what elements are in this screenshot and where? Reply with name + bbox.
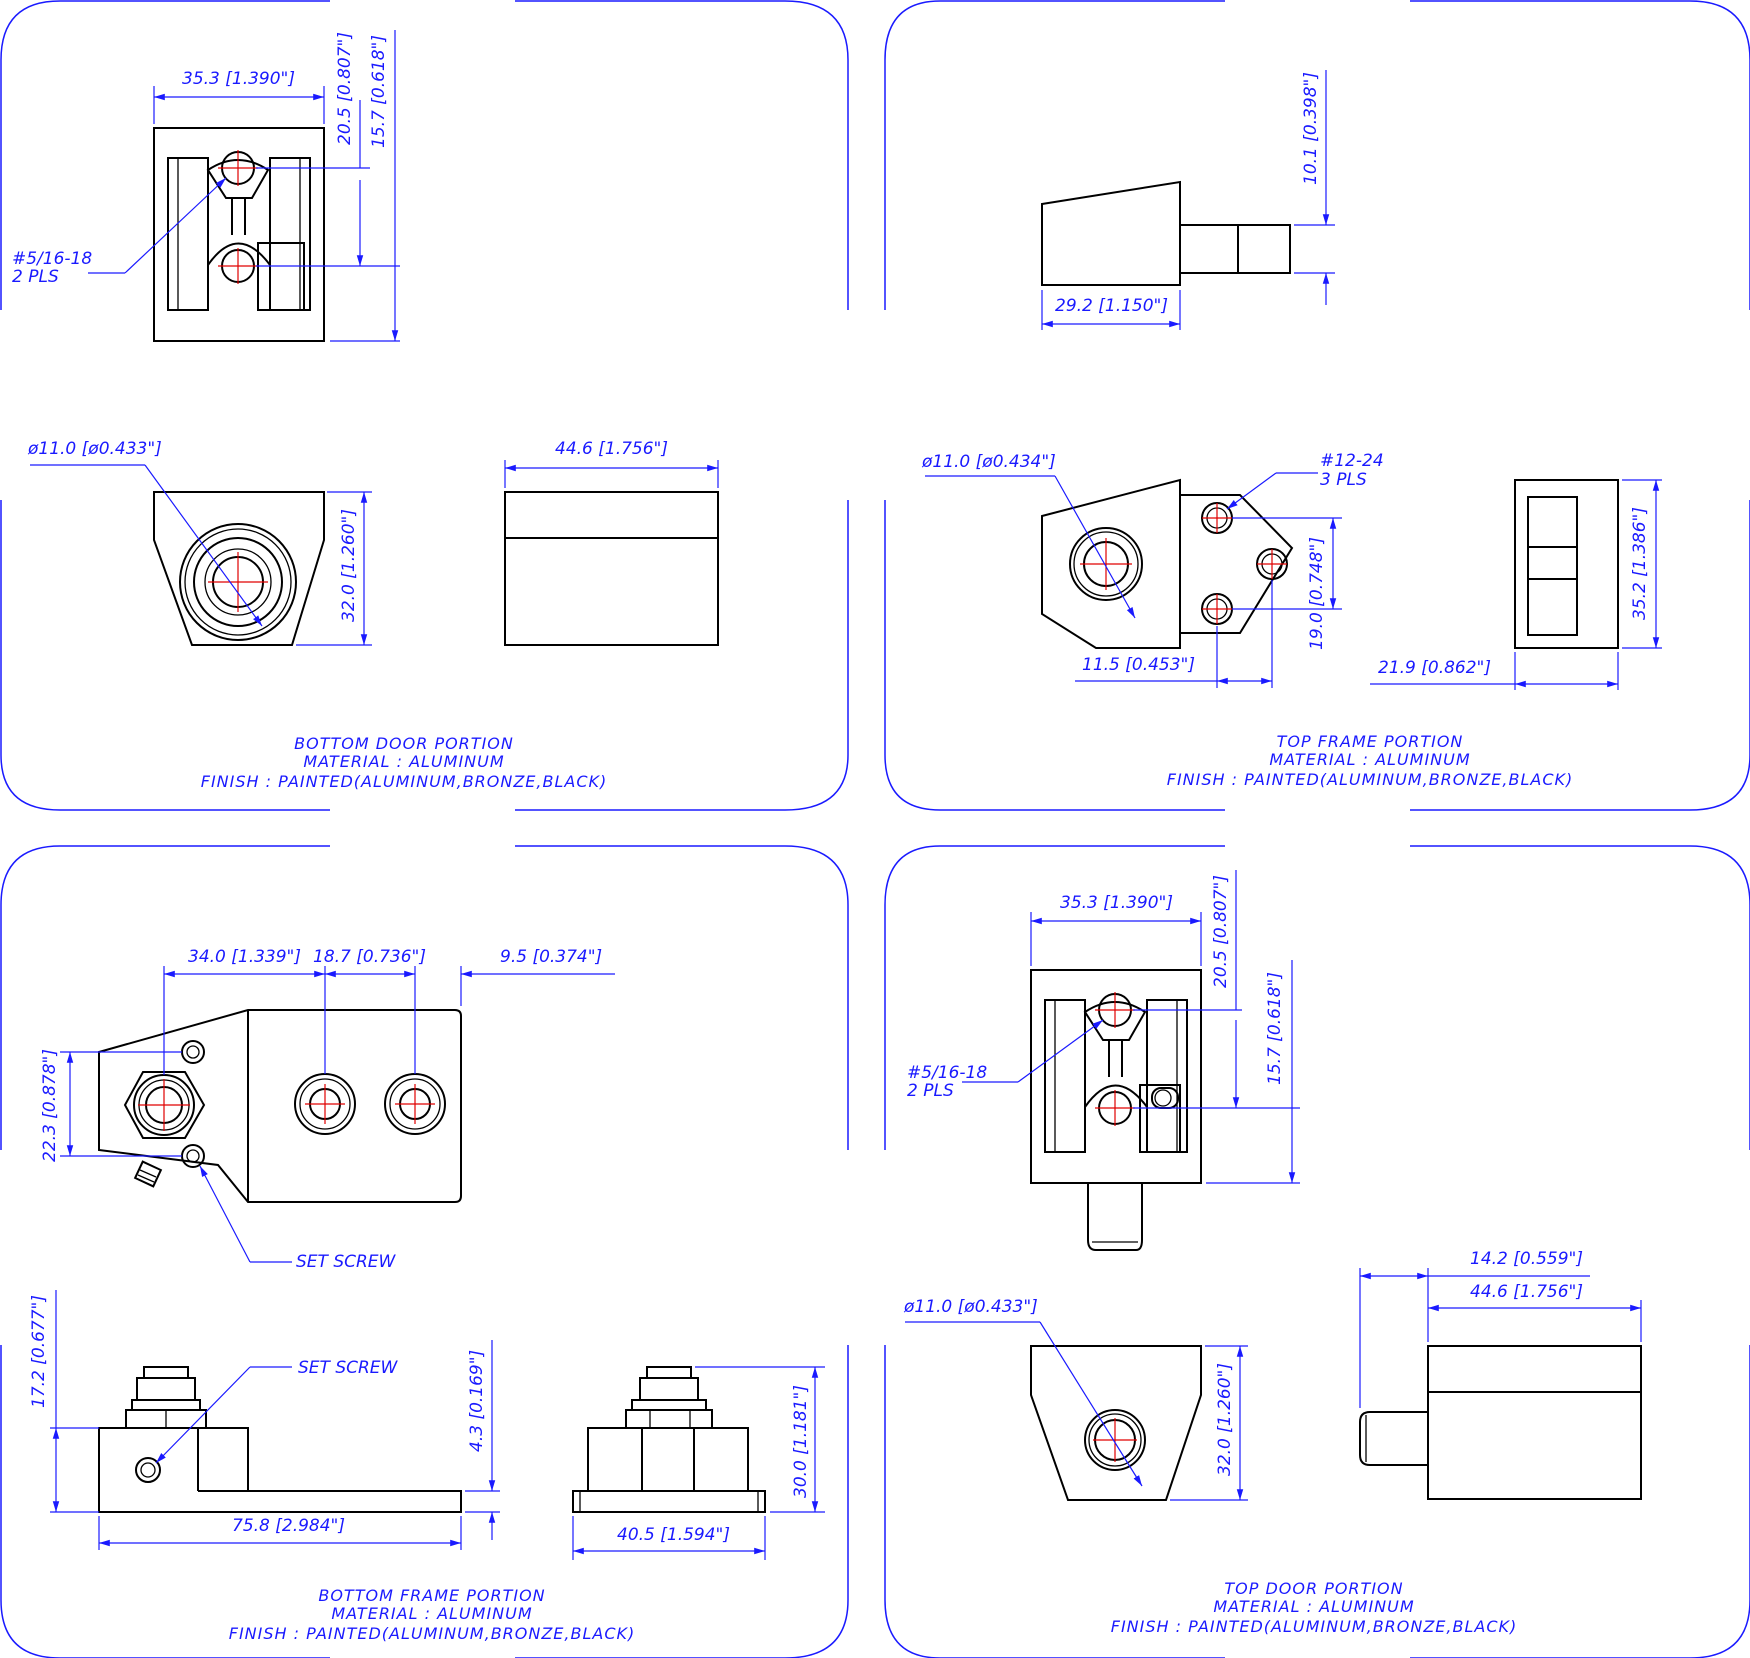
bottom-frame-plate-t-label: 4.3 [0.169"] <box>467 1350 487 1452</box>
top-door-h2-label: 15.7 [0.618"] <box>1265 972 1285 1085</box>
bottom-door-h1-label: 20.5 [0.807"] <box>335 32 355 145</box>
bottom-door-bore-label: ø11.0 [ø0.433"] <box>27 439 162 459</box>
bottom-frame-d3-label: 9.5 [0.374"] <box>500 947 602 967</box>
bottom-frame-caption: BOTTOM FRAME PORTION MATERIAL : ALUMINUM… <box>229 1586 636 1643</box>
top-frame-hole-off-label: 11.5 [0.453"] <box>1082 655 1195 675</box>
bottom-door-panel: 35.3 [1.390"] 20.5 [0.807"] 15.7 [0.618"… <box>12 30 719 791</box>
top-frame-material: MATERIAL : ALUMINUM <box>1269 750 1470 769</box>
top-frame-side-view: 10.1 [0.398"] 29.2 [1.150"] <box>1041 70 1335 330</box>
top-frame-end-view: 35.2 [1.386"] 21.9 [0.862"] <box>1370 479 1662 690</box>
bottom-door-thread-qty-label: 2 PLS <box>12 267 59 287</box>
top-door-side-view: 14.2 [0.559"] 44.6 [1.756"] <box>1359 1249 1642 1500</box>
top-frame-panel: 10.1 [0.398"] 29.2 [1.150"] ø11.0 [ø0.43… <box>921 70 1662 789</box>
top-door-h1-label: 20.5 [0.807"] <box>1211 875 1231 988</box>
bottom-door-material: MATERIAL : ALUMINUM <box>303 752 504 771</box>
top-frame-side-w-label: 21.9 [0.862"] <box>1378 658 1491 678</box>
bottom-frame-h-label: 22.3 [0.878"] <box>40 1049 60 1162</box>
top-door-panel: 35.3 [1.390"] 20.5 [0.807"] 15.7 [0.618"… <box>903 870 1642 1636</box>
bottom-door-side-h-label: 32.0 [1.260"] <box>339 509 359 622</box>
top-frame-finish: FINISH : PAINTED(ALUMINUM,BRONZE,BLACK) <box>1167 770 1574 789</box>
bottom-frame-panel: 34.0 [1.339"] 18.7 [0.736"] 9.5 [0.374"]… <box>29 947 825 1643</box>
set-screw-stub <box>133 1160 163 1188</box>
top-door-caption: TOP DOOR PORTION MATERIAL : ALUMINUM FIN… <box>1111 1579 1518 1636</box>
top-door-finish: FINISH : PAINTED(ALUMINUM,BRONZE,BLACK) <box>1111 1617 1518 1636</box>
bottom-door-title: BOTTOM DOOR PORTION <box>294 734 514 753</box>
bottom-frame-end-h-label: 30.0 [1.181"] <box>791 1385 811 1498</box>
bottom-frame-material: MATERIAL : ALUMINUM <box>331 1604 532 1623</box>
bottom-door-width-label: 35.3 [1.390"] <box>182 69 295 89</box>
top-frame-caption: TOP FRAME PORTION MATERIAL : ALUMINUM FI… <box>1167 732 1574 789</box>
bottom-door-top-view: 35.3 [1.390"] 20.5 [0.807"] 15.7 [0.618"… <box>12 30 400 342</box>
top-frame-title: TOP FRAME PORTION <box>1277 732 1464 751</box>
top-door-top-view: 35.3 [1.390"] 20.5 [0.807"] 15.7 [0.618"… <box>907 870 1300 1251</box>
bottom-door-thread-label: #5/16-18 <box>12 249 92 269</box>
bottom-frame-stud-h-label: 17.2 [0.677"] <box>29 1295 49 1408</box>
top-door-side-h-label: 32.0 [1.260"] <box>1215 1363 1235 1476</box>
top-door-title: TOP DOOR PORTION <box>1224 1579 1403 1598</box>
bottom-frame-top-view: 34.0 [1.339"] 18.7 [0.736"] 9.5 [0.374"]… <box>40 947 615 1272</box>
bottom-door-side-view: 44.6 [1.756"] <box>504 439 719 646</box>
top-door-front-view: ø11.0 [ø0.433"] 32.0 [1.260"] <box>903 1297 1248 1501</box>
top-frame-side-h-label: 35.2 [1.386"] <box>1630 507 1650 620</box>
bottom-frame-end-w-label: 40.5 [1.594"] <box>617 1525 730 1545</box>
top-frame-body-w-label: 29.2 [1.150"] <box>1055 296 1168 316</box>
bottom-frame-d1-label: 34.0 [1.339"] <box>188 947 301 967</box>
bottom-frame-length-label: 75.8 [2.984"] <box>232 1516 345 1536</box>
set-screw-label-2: SET SCREW <box>298 1358 399 1378</box>
bottom-door-caption: BOTTOM DOOR PORTION MATERIAL : ALUMINUM … <box>201 734 608 791</box>
top-door-pin-w-label: 14.2 [0.559"] <box>1470 1249 1583 1269</box>
bottom-door-front-view: ø11.0 [ø0.433"] 32.0 [1.260"] <box>27 439 372 646</box>
bottom-frame-finish: FINISH : PAINTED(ALUMINUM,BRONZE,BLACK) <box>229 1624 636 1643</box>
set-screw-label-1: SET SCREW <box>296 1252 397 1272</box>
top-frame-pin-h-label: 10.1 [0.398"] <box>1301 72 1321 185</box>
bottom-frame-title: BOTTOM FRAME PORTION <box>318 1586 545 1605</box>
bottom-door-h2-label: 15.7 [0.618"] <box>369 35 389 148</box>
top-door-bore-label: ø11.0 [ø0.433"] <box>903 1297 1038 1317</box>
top-frame-bore-label: ø11.0 [ø0.434"] <box>921 452 1056 472</box>
bottom-frame-end-view: 30.0 [1.181"] 40.5 [1.594"] <box>572 1366 825 1560</box>
top-door-thread-label: #5/16-18 <box>907 1063 987 1083</box>
top-frame-top-view: ø11.0 [ø0.434"] #12-24 3 PLS 19.0 [0.748… <box>921 451 1384 688</box>
top-door-width-label: 35.3 [1.390"] <box>1060 893 1173 913</box>
bottom-door-finish: FINISH : PAINTED(ALUMINUM,BRONZE,BLACK) <box>201 772 608 791</box>
bottom-frame-front-view: 17.2 [0.677"] 4.3 [0.169"] 75.8 [2.984"]… <box>29 1290 500 1550</box>
top-frame-hole-span-label: 19.0 [0.748"] <box>1307 537 1327 650</box>
top-door-thread-qty-label: 2 PLS <box>907 1081 954 1101</box>
top-frame-thread-qty-label: 3 PLS <box>1320 470 1367 490</box>
bottom-door-side-w-label: 44.6 [1.756"] <box>555 439 668 459</box>
top-frame-thread-label: #12-24 <box>1320 451 1384 471</box>
bottom-frame-d2-label: 18.7 [0.736"] <box>313 947 426 967</box>
top-door-material: MATERIAL : ALUMINUM <box>1213 1597 1414 1616</box>
top-door-side-w-label: 44.6 [1.756"] <box>1470 1282 1583 1302</box>
